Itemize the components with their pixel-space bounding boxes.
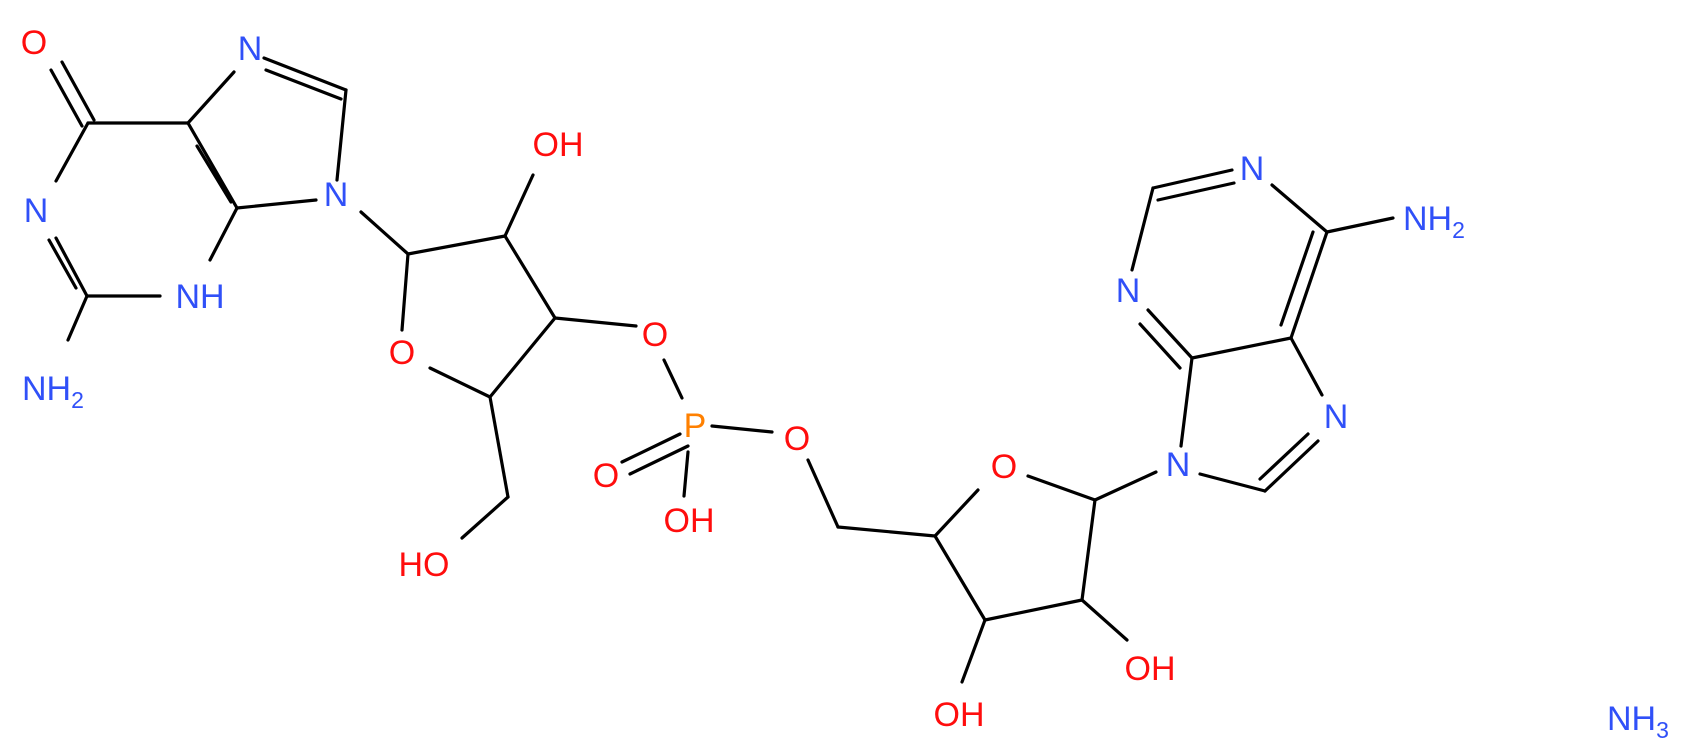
label-ammonia: NH3 [1607, 700, 1669, 743]
label-guanosine-ester-o: O [642, 316, 668, 354]
label-guanosine-5p-ho: HO [399, 546, 450, 584]
atom-labels: O N OH N N NH NH2 O O HO P O OH O N NH2 … [21, 24, 1669, 743]
label-adenosine-ring-o: O [991, 448, 1017, 486]
ammonia-main: NH [1607, 700, 1656, 738]
guanosine-ribose-bonds [359, 173, 638, 540]
label-phosphate-bridge-o: O [784, 420, 810, 458]
label-guanine-nh2: NH2 [22, 370, 84, 413]
label-phosphate-double-o: O [593, 457, 619, 495]
label-phosphorus: P [684, 407, 707, 445]
label-guanosine-2p-oh: OH [533, 126, 584, 164]
guanine-bonds [47, 56, 348, 342]
label-guanosine-ring-o: O [389, 334, 415, 372]
nh2-subscript: 2 [71, 387, 84, 413]
label-guanine-n1: N [24, 192, 49, 230]
a-nh2-subscript: 2 [1452, 217, 1465, 243]
label-guanine-carbonyl-o: O [21, 24, 47, 62]
label-adenine-n3: N [1116, 272, 1141, 310]
label-guanine-nh: NH [175, 278, 224, 316]
adenine-bonds [1130, 168, 1395, 493]
label-adenosine-3p-oh: OH [934, 696, 985, 734]
label-adenosine-2p-oh: OH [1125, 650, 1176, 688]
adenosine-ribose-bonds [836, 470, 1158, 684]
label-guanine-n7: N [238, 30, 263, 68]
label-phosphate-oh: OH [664, 502, 715, 540]
a-nh2-main: NH [1403, 200, 1452, 238]
phosphate-bonds [620, 358, 840, 529]
label-adenine-n1: N [1240, 150, 1265, 188]
nh2-main: NH [22, 370, 71, 408]
label-adenine-nh2: NH2 [1403, 200, 1465, 243]
label-adenine-n9: N [1166, 446, 1191, 484]
label-adenine-n7: N [1324, 398, 1349, 436]
label-guanine-n9: N [324, 176, 349, 214]
ammonia-subscript: 3 [1656, 717, 1669, 743]
